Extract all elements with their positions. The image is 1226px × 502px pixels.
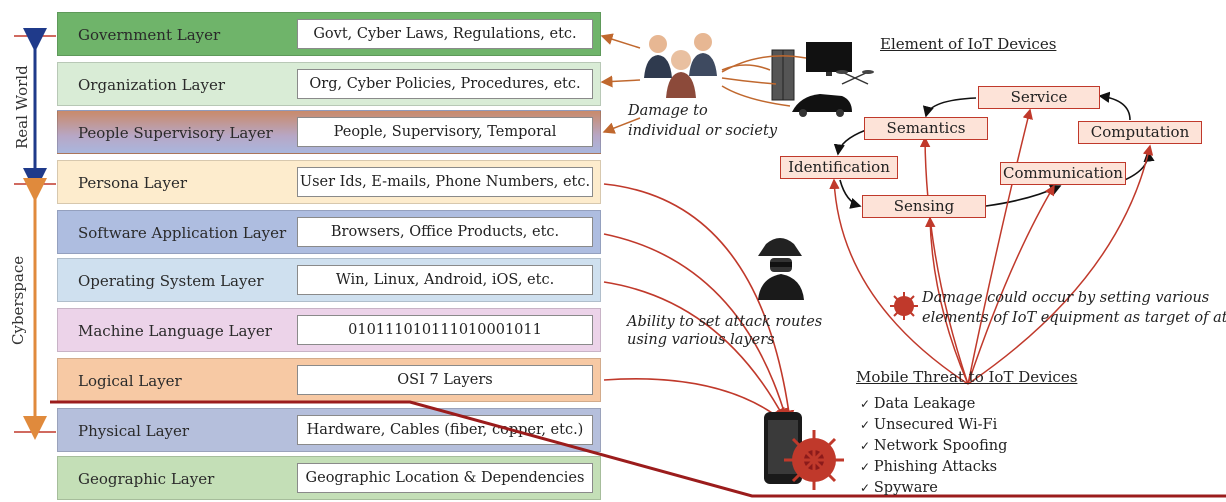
threat-item: ✓ Unsecured Wi-Fi	[860, 415, 1007, 436]
layer-row: People Supervisory Layer People, Supervis…	[57, 110, 601, 154]
layer-row: Software Application Layer Browsers, Offi…	[57, 210, 601, 254]
iot-attack-arrows	[829, 108, 1154, 385]
check-icon: ✓	[860, 397, 874, 411]
threat-item: ✓ Network Spoofing	[860, 436, 1007, 457]
hacker-icon	[758, 238, 804, 300]
layer-name: Physical Layer	[78, 422, 190, 440]
layer-name: Software Application Layer	[78, 224, 287, 242]
threat-label: Spyware	[873, 480, 938, 496]
smartphone-icon	[764, 412, 802, 484]
iot-cycle-arrows	[833, 91, 1155, 209]
small-virus-icon	[890, 292, 918, 320]
attack-routes	[603, 183, 795, 422]
check-icon: ✓	[860, 460, 874, 474]
threat-item: ✓ Phishing Attacks	[860, 457, 1007, 478]
layer-detail: OSI 7 Layers	[297, 365, 593, 395]
layer-row: Machine Language Layer 010111010111010001…	[57, 308, 601, 352]
check-icon: ✓	[860, 481, 874, 495]
layer-detail: People, Supervisory, Temporal	[297, 117, 593, 147]
layer-row: Government Layer Govt, Cyber Laws, Regula…	[57, 12, 601, 56]
layer-name: Persona Layer	[78, 174, 187, 192]
layer-name: Operating System Layer	[78, 272, 264, 290]
layer-detail: Govt, Cyber Laws, Regulations, etc.	[297, 19, 593, 49]
cyberspace-bracket	[14, 178, 56, 440]
threat-label: Phishing Attacks	[873, 459, 998, 475]
layer-row: Geographic Layer Geographic Location & De…	[57, 456, 601, 500]
check-icon: ✓	[860, 439, 874, 453]
layer-detail: User Ids, E-mails, Phone Numbers, etc.	[297, 167, 593, 197]
virus-icon	[784, 430, 844, 490]
layer-detail: Hardware, Cables (fiber, copper, etc.)	[297, 415, 593, 445]
mobile-threat-list: ✓ Data Leakage✓ Unsecured Wi-Fi✓ Network…	[860, 394, 1007, 499]
mobile-threat-title: Mobile Threat to IoT Devices	[856, 368, 1078, 386]
node-identification: Identification	[780, 156, 898, 179]
node-sensing: Sensing	[862, 195, 986, 218]
node-service: Service	[978, 86, 1100, 109]
layer-name: Organization Layer	[78, 76, 226, 94]
layer-detail: Org, Cyber Policies, Procedures, etc.	[297, 69, 593, 99]
check-icon: ✓	[860, 418, 874, 432]
layer-detail: Win, Linux, Android, iOS, etc.	[297, 265, 593, 295]
layer-name: Machine Language Layer	[78, 322, 272, 340]
node-semantics: Semantics	[864, 117, 988, 140]
layer-name: Geographic Layer	[78, 470, 215, 488]
threat-item: ✓ Data Leakage	[860, 394, 1007, 415]
threat-label: Data Leakage	[873, 396, 976, 412]
layer-row: Physical Layer Hardware, Cables (fiber, c…	[57, 408, 601, 452]
attack-routes-text: Ability to set attack routes using vario…	[627, 314, 823, 348]
layer-name: Logical Layer	[78, 372, 182, 390]
layer-row: Persona Layer User Ids, E-mails, Phone Nu…	[57, 160, 601, 204]
layer-name: Government Layer	[78, 26, 221, 44]
layer-detail: Browsers, Office Products, etc.	[297, 217, 593, 247]
layer-row: Logical Layer OSI 7 Layers	[57, 358, 601, 402]
layer-detail: 010111010111010001011	[297, 315, 593, 345]
real-world-bracket	[14, 28, 56, 192]
cyberspace-divider	[50, 400, 1226, 498]
damage-society-text: Damage to individual or society	[628, 103, 778, 139]
iot-devices-icon	[771, 42, 874, 117]
node-computation: Computation	[1078, 121, 1202, 144]
iot-elements-title: Element of IoT Devices	[880, 35, 1057, 53]
layer-name: People Supervisory Layer	[78, 124, 273, 142]
threat-item: ✓ Spyware	[860, 478, 1007, 499]
node-communication: Communication	[1000, 162, 1126, 185]
threat-label: Unsecured Wi-Fi	[873, 417, 998, 433]
people-icon	[644, 33, 717, 98]
damage-iot-text: Damage could occur by setting various el…	[922, 290, 1226, 326]
layer-row: Organization Layer Org, Cyber Policies, P…	[57, 62, 601, 106]
threat-label: Network Spoofing	[873, 438, 1008, 454]
layer-row: Operating System Layer Win, Linux, Androi…	[57, 258, 601, 302]
damage-arrows	[600, 33, 807, 134]
layer-detail: Geographic Location & Dependencies	[297, 463, 593, 493]
